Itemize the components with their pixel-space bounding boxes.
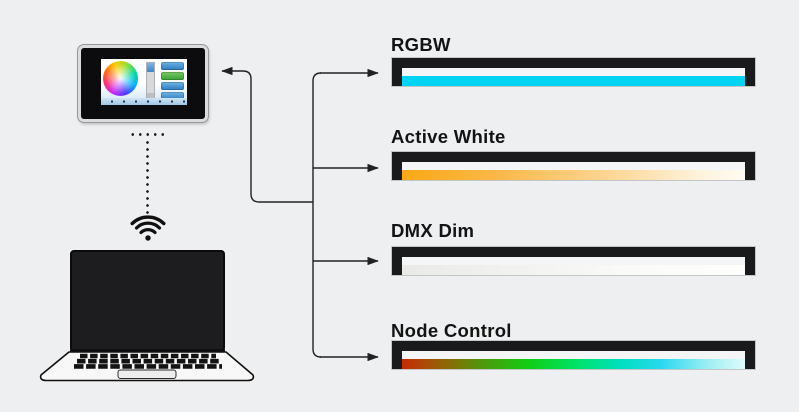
scene-button-3 [161, 82, 184, 90]
light-strip-dmx-dim [392, 265, 755, 275]
connector-to-controller [221, 66, 313, 203]
light-strip-rgbw [392, 76, 755, 86]
bar-end-cap [745, 58, 755, 86]
fixture-label-rgbw: RGBW [391, 34, 451, 55]
bar-housing [392, 58, 755, 68]
scene-button-2 [161, 72, 184, 80]
laptop-keyboard [74, 353, 222, 369]
light-strip-active-white [392, 170, 755, 180]
brightness-slider [146, 62, 155, 99]
scene-button-1 [161, 62, 184, 70]
bar-diffuser [392, 257, 755, 265]
touch-panel-screen [101, 59, 187, 105]
slider-foot [147, 93, 154, 98]
bar-housing [392, 341, 755, 351]
laptop [39, 250, 255, 382]
color-wheel-icon [103, 61, 138, 96]
laptop-trackpad [117, 369, 177, 379]
touch-panel-controller [78, 45, 208, 122]
bar-diffuser [392, 162, 755, 170]
dotted-link-horizontal [129, 131, 166, 138]
fixture-label-active-white: Active White [391, 126, 506, 147]
light-bar-active-white [391, 151, 756, 181]
wifi-icon [130, 215, 166, 241]
bar-end-cap [745, 152, 755, 180]
bar-diffuser [392, 351, 755, 359]
screen-toolbar-icons [101, 98, 187, 105]
bar-end-cap [392, 247, 402, 275]
bar-end-cap [392, 341, 402, 369]
bar-end-cap [392, 152, 402, 180]
light-strip-node-control [392, 359, 755, 369]
bar-end-cap [745, 341, 755, 369]
bar-housing [392, 247, 755, 257]
bar-diffuser [392, 68, 755, 76]
fixture-label-dmx-dim: DMX Dim [391, 220, 475, 241]
slider-handle-icon [147, 63, 154, 72]
bar-end-cap [392, 58, 402, 86]
dotted-link-vertical [144, 139, 151, 214]
connector-trunk [312, 72, 322, 358]
fixture-label-node-control: Node Control [391, 320, 512, 341]
scene-button-4 [161, 92, 184, 100]
light-bar-rgbw [391, 57, 756, 87]
light-bar-node-control [391, 340, 756, 370]
bar-end-cap [745, 247, 755, 275]
laptop-screen [70, 250, 225, 352]
bar-housing [392, 152, 755, 162]
light-bar-dmx-dim [391, 246, 756, 276]
